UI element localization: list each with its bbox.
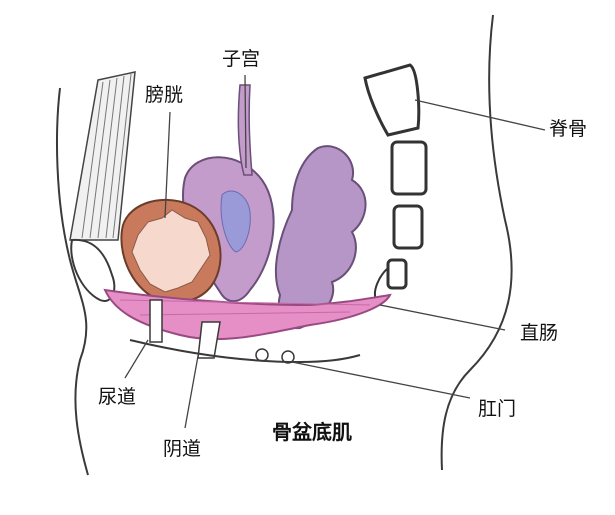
uterus-cavity <box>220 190 251 253</box>
perineum-base <box>129 339 361 364</box>
label-bladder: 膀胱 <box>145 84 184 106</box>
bladder-inner <box>131 209 211 293</box>
spine-vertebrae <box>363 63 428 290</box>
label-pelvic-floor: 骨盆底肌 <box>272 420 352 444</box>
label-uterus: 子宫 <box>222 48 261 70</box>
body-outline-back <box>440 14 513 471</box>
label-anus: 肛门 <box>478 398 517 420</box>
vagina <box>197 321 221 359</box>
pelvic-floor-muscle <box>103 288 392 341</box>
label-rectum: 直肠 <box>520 322 559 344</box>
anus-opening-right <box>281 350 295 364</box>
urethra <box>149 299 163 343</box>
body-outline-front <box>56 87 89 476</box>
label-spine: 脊骨 <box>549 118 588 140</box>
abdominal-muscle <box>69 71 136 241</box>
label-urethra: 尿道 <box>98 386 137 408</box>
muscle-fiber <box>139 311 351 316</box>
anus-opening-left <box>255 348 269 362</box>
leader-lines <box>124 74 546 429</box>
label-vagina: 阴道 <box>163 438 202 460</box>
